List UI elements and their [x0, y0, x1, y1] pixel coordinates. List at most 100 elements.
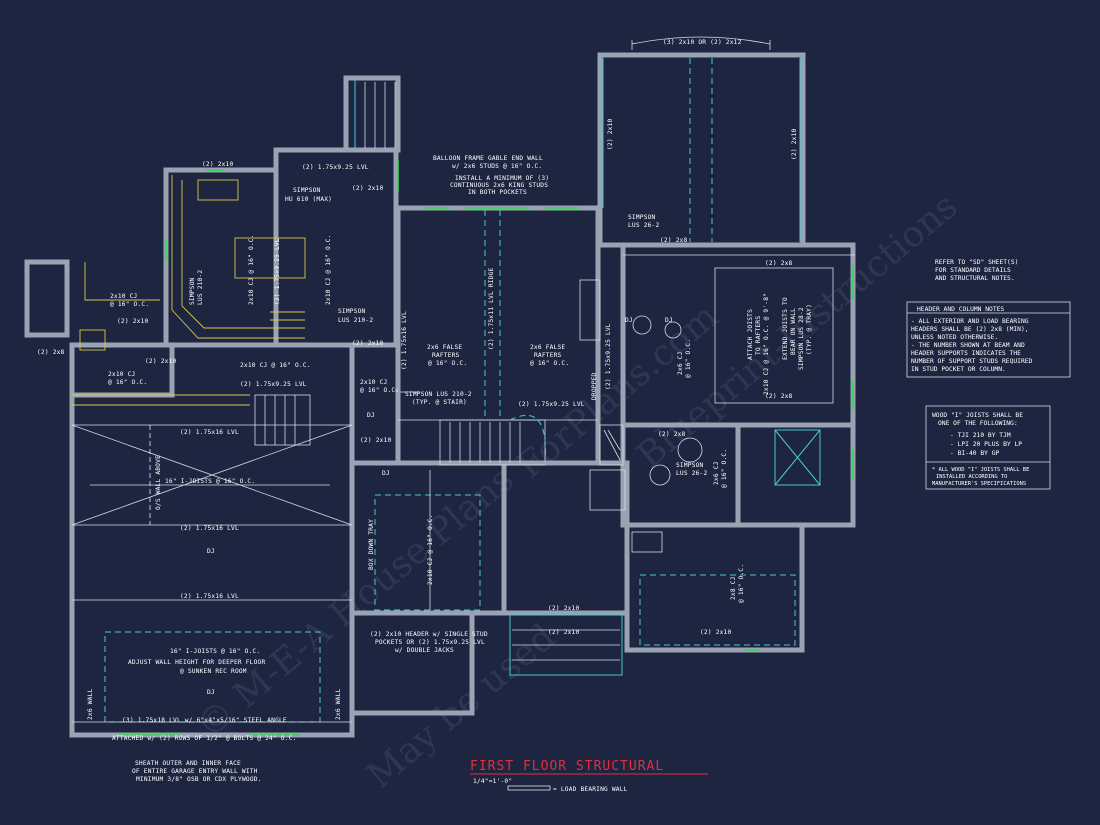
porch-details	[354, 36, 801, 242]
label-simpson210-6: (TYP. @ STAIR)	[412, 399, 467, 406]
label-b-cj-5: 2x6 CJ	[713, 461, 720, 485]
label-dj-3: DJ	[207, 689, 215, 696]
legend-text: = LOAD BEARING WALL	[553, 786, 628, 793]
label-lvl-false2c: @ 16" O.C.	[530, 360, 569, 367]
drawing-scale: 1/4"=1'-0"	[473, 778, 512, 785]
label-bottom-2x10-c: (2) 2x10	[700, 629, 731, 636]
label-lvl-16-2: (2) 1.75x16 LVL	[180, 525, 239, 532]
label-b-cj-7: 2x8 CJ	[730, 576, 737, 600]
label-lvl-16-vert: (2) 1.75x16 LVL	[401, 311, 408, 370]
label-lvl-top: (2) 1.75x9.25 LVL	[302, 164, 369, 171]
label-dj-5: DJ	[382, 470, 390, 477]
label-box-tray: BOX DOWN TRAY	[368, 519, 375, 570]
framing-labels: (3) 2x10 OR (2) 2x12 BALLOON FRAME GABLE…	[37, 39, 813, 783]
wood-note-6: * ALL WOOD "I" JOISTS SHALL BE	[932, 467, 1029, 473]
header-note-3: UNLESS NOTED OTHERWISE.	[911, 334, 998, 341]
wood-note-8: MANUFACTURER'S SPECIFICATIONS	[932, 481, 1026, 487]
refer-note-3: AND STRUCTURAL NOTES.	[935, 275, 1015, 282]
openings	[120, 160, 854, 736]
wood-note-7: INSTALLED ACCORDING TO	[936, 474, 1007, 480]
kitchen-layout	[72, 175, 306, 406]
label-attach-2: TO RAFTERS	[755, 316, 762, 355]
label-right-2x8-a: (2) 2x8	[660, 237, 688, 244]
header-notes-title: HEADER AND COLUMN NOTES	[917, 306, 1004, 313]
label-install-1: INSTALL A MINIMUM OF (3)	[455, 175, 549, 182]
label-simpson210-2: LUS 210-2	[338, 317, 373, 324]
header-note-5: HEADER SUPPORTS INDICATES THE	[911, 350, 1021, 357]
refer-note-2: FOR STANDARD DETAILS	[935, 267, 1011, 274]
label-wall-left: 2x6 WALL	[87, 689, 94, 720]
label-header-single-2: POCKETS OR (2) 1.75x9.25 LVL	[375, 639, 485, 646]
label-ijoists-2: 16" I-JOISTS @ 16" O.C.	[170, 648, 260, 655]
great-room-framing	[374, 210, 601, 611]
label-simpson-26-1: SIMPSON	[628, 214, 656, 221]
label-extend-1: EXTEND JOISTS TO	[782, 297, 789, 360]
label-b-cj-8: @ 16" O.C.	[738, 564, 745, 603]
header-note-1: - ALL EXTERIOR AND LOAD BEARING	[911, 318, 1029, 325]
label-b-cj-6: @ 16" O.C.	[721, 449, 728, 488]
label-adjust-2: @ SUNKEN REC ROOM	[180, 668, 247, 675]
label-2x10-mid: (2) 2x10	[360, 437, 391, 444]
wood-notes-box	[925, 405, 1051, 490]
label-kitchen-2x10-a: (2) 2x10	[202, 161, 233, 168]
label-attached: ATTACHED w/ (2) ROWS OF 1/2" @ BOLTS @ 2…	[112, 735, 296, 742]
label-right-2x8-c: (2) 2x8	[765, 393, 793, 400]
label-lvl-3: (3) 1.75x18 LVL w/ 6"x4"x5/16" STEEL ANG…	[122, 717, 287, 724]
watermark: © M-E-A House Plans May be used ForPlans…	[189, 186, 965, 797]
label-2x10-left-2: (2) 2x10	[145, 358, 176, 365]
label-r-2x10-v1: (2) 2x10	[607, 119, 614, 150]
label-sheath-1: SHEATH OUTER AND INNER FACE	[135, 760, 241, 767]
label-simpson210-vert: SIMPSON	[189, 277, 196, 305]
label-header-single-1: (2) 2x10 HEADER w/ SINGLE STUD	[370, 631, 488, 638]
label-cj-210-a: 2x10 CJ	[108, 371, 135, 378]
label-cj-k1: 2x10 CJ @ 16" O.C.	[240, 362, 311, 369]
label-simpson-b-1: SIMPSON	[676, 462, 704, 469]
label-cj-vert-1: 2x10 CJ @ 16" O.C.	[248, 234, 255, 305]
label-sheath-3: MINIMUM 3/8" OSB OR CDX PLYWOOD.	[136, 776, 262, 783]
label-cj-210-c: 2x10 CJ	[360, 379, 387, 386]
label-simpson-26-2: LUS 26-2	[628, 222, 659, 229]
label-2x8-left: (2) 2x8	[37, 349, 65, 356]
header-note-4: - THE NUMBER SHOWN AT BEAM AND	[911, 342, 1025, 349]
label-right-2x8-b: (2) 2x8	[765, 260, 793, 267]
header-note-7: IN STUD POCKET OR COLUMN.	[911, 366, 1006, 373]
label-simpson210-5: SIMPSON LUS 210-2	[405, 391, 472, 398]
label-lvl-mid-vert: (2) 1.75x9.25 LVL	[274, 238, 281, 305]
label-kitchen-2x10-b: (2) 2x10	[352, 185, 383, 192]
label-cj-210-b: @ 16" O.C.	[108, 379, 147, 386]
label-cj-210-d: @ 16" O.C.	[360, 387, 399, 394]
title-block: FIRST FLOOR STRUCTURAL 1/4"=1'-0" = LOAD…	[470, 759, 708, 793]
label-wall-above: O/S WALL ABOVE	[155, 455, 162, 510]
label-extend-2: BEAR ON WALL	[790, 308, 797, 355]
label-cj-vert-2: 2x10 CJ @ 16" O.C.	[325, 234, 332, 305]
drawing-title: FIRST FLOOR STRUCTURAL	[470, 759, 664, 774]
label-bottom-2x10-a: (2) 2x10	[548, 605, 579, 612]
label-lvl-ridge: (2) 1.75x11 LVL RIDGE	[488, 267, 495, 350]
header-note-2: HEADERS SHALL BE (2) 2x8 (MIN),	[911, 326, 1029, 333]
label-cj-left-1: 2x10 CJ	[110, 293, 137, 300]
label-balloon-2: w/ 2x6 STUDS @ 16" O.C.	[452, 163, 542, 170]
refer-note-1: REFER TO "SD" SHEET(S)	[935, 259, 1018, 266]
label-b-cj-1: 2x6 CJ	[677, 351, 684, 375]
notes-panel: REFER TO "SD" SHEET(S) FOR STANDARD DETA…	[906, 259, 1071, 490]
label-cj-k3: (2) 1.75x9.25 LVL	[240, 381, 307, 388]
wood-note-5: - BI-40 BY GP	[950, 450, 999, 457]
garage-framing	[71, 394, 353, 723]
wood-note-3: - TJI 210 BY TJM	[950, 432, 1011, 439]
right-wing-framing	[589, 254, 855, 646]
label-b-cj-2: @ 16" O.C.	[685, 339, 692, 378]
label-header-single-3: w/ DOUBLE JACKS	[395, 647, 454, 654]
label-extend-3: SIMPSON LUS 28-2	[798, 307, 805, 370]
label-simpson-b-2: LUS 26-2	[676, 470, 707, 477]
label-simpson-hu-1: SIMPSON	[293, 187, 321, 194]
label-right-2x8-d: (2) 2x8	[658, 431, 686, 438]
label-lvl-false2b: RAFTERS	[534, 352, 562, 359]
label-kitchen-2x10-c: (2) 2x10	[352, 340, 383, 347]
label-cj-left-2: @ 16" O.C.	[110, 301, 149, 308]
label-simpson-hu-2: HU 610 (MAX)	[285, 196, 332, 203]
wood-note-2: ONE OF THE FOLLOWING:	[938, 420, 1018, 427]
load-bearing-wall-swatch	[507, 785, 551, 791]
label-simpson210-1: SIMPSON	[338, 308, 366, 315]
label-dj-6: DJ	[625, 317, 633, 324]
